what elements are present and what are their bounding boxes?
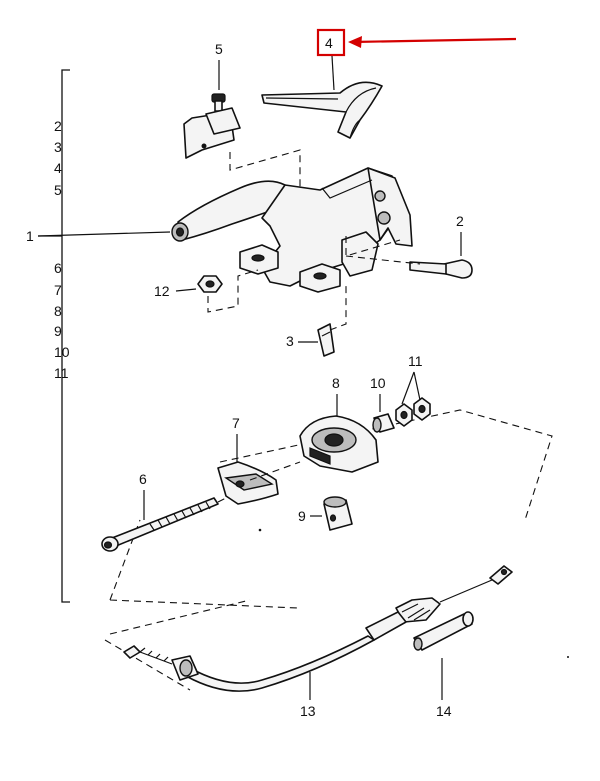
group-list-item: 3 (54, 139, 62, 155)
callout-12: 12 (154, 283, 170, 299)
callout-10: 10 (370, 375, 386, 391)
callout-13: 13 (300, 703, 316, 719)
dash-5 (229, 149, 301, 192)
dash-6 (217, 497, 227, 503)
group-list-item: 10 (54, 344, 70, 360)
callout-6: 6 (139, 471, 147, 487)
callout-3: 3 (286, 333, 294, 349)
clip-part-3 (317, 323, 335, 357)
leader-4 (331, 55, 335, 91)
grip-cover-part-4 (261, 81, 383, 139)
group-list-item: 4 (54, 160, 62, 176)
sleeve-part-9 (323, 496, 353, 531)
callout-14: 14 (436, 703, 452, 719)
leader-12 (175, 288, 197, 292)
nuts-part-11 (395, 397, 431, 427)
callout-2: 2 (456, 213, 464, 229)
group-list-item: 2 (54, 118, 62, 134)
threaded-rod-part-6 (101, 497, 219, 552)
pin-part-2 (409, 259, 473, 279)
highlight-arrow-head (348, 36, 362, 48)
callout-7: 7 (232, 415, 240, 431)
dash-1 (345, 236, 401, 257)
leader-11b (413, 371, 421, 401)
group-list-item: 6 (54, 260, 62, 276)
callout-8: 8 (332, 375, 340, 391)
callout-11: 11 (408, 353, 423, 369)
speck (567, 656, 569, 658)
group-list-item: 8 (54, 303, 62, 319)
dash-7 (249, 461, 301, 481)
sleeve-tube-part-14 (413, 611, 474, 651)
bush-part-10 (372, 413, 395, 433)
segment-part-7 (217, 461, 279, 505)
dash-2 (345, 255, 421, 265)
highlight-arrow-line (351, 37, 517, 44)
callout-4: 4 (325, 35, 333, 51)
speck (258, 528, 262, 532)
group-list-item: 9 (54, 323, 62, 339)
group-list: 2 3 4 5 6 7 8 9 10 11 (54, 118, 70, 381)
group-list-item: 11 (54, 365, 69, 381)
callout-5: 5 (215, 41, 223, 57)
highlight-box (316, 28, 346, 57)
group-list-item: 5 (54, 182, 62, 198)
nut-part-12 (197, 275, 223, 293)
highlight-marker (316, 28, 517, 57)
leader-11a (401, 371, 415, 405)
dash-plane-lower (104, 599, 251, 691)
dash-3 (329, 282, 347, 331)
handbrake-lever-part-1 (171, 167, 413, 293)
callout-1: 1 (26, 228, 34, 244)
callout-9: 9 (298, 508, 306, 524)
cable-part-13 (123, 565, 513, 692)
ratchet-housing-part-8 (299, 415, 379, 473)
group-list-item: 7 (54, 282, 62, 298)
leader-1 (37, 231, 171, 237)
bracket-part-5 (183, 93, 241, 159)
